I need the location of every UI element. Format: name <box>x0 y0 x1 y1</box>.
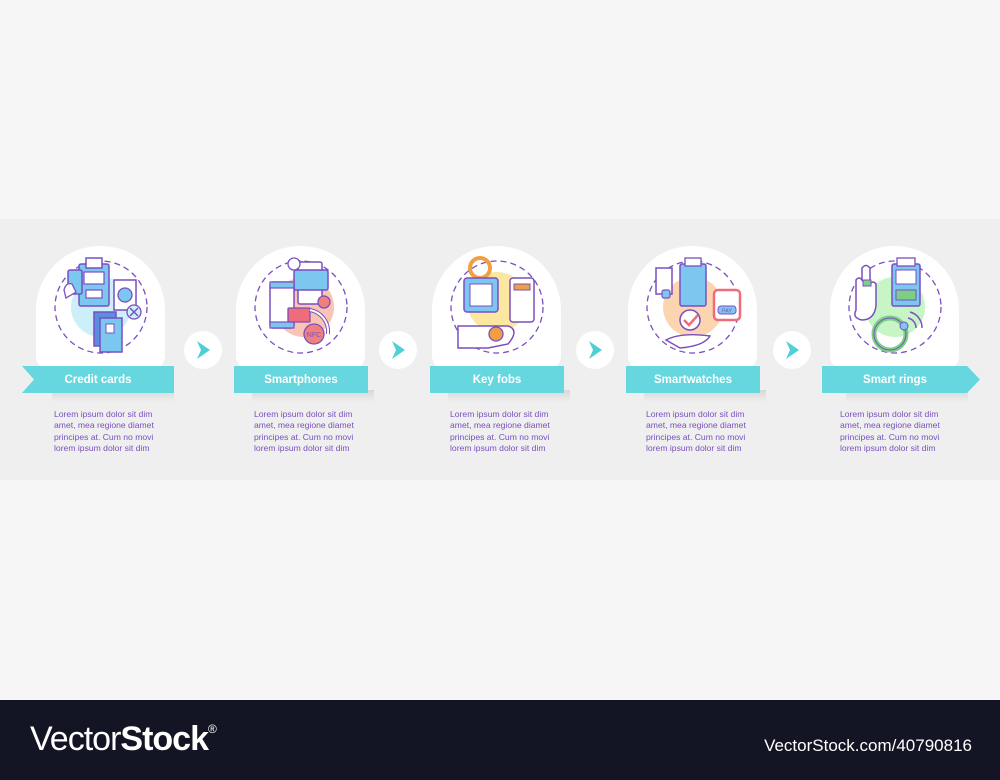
smartwatch-pay-icon: PAY <box>646 257 742 354</box>
smart-ring-icon <box>848 257 942 354</box>
step-smartphones: NFC Smartphones Lorem ipsum dolor sit di… <box>222 219 422 480</box>
next-arrow-button[interactable] <box>576 331 614 369</box>
step-key-fobs: Key fobs Lorem ipsum dolor sit dim amet,… <box>418 219 618 480</box>
image-url: VectorStock.com/40790816 <box>764 736 972 755</box>
step-description: Lorem ipsum dolor sit dim amet, mea regi… <box>254 409 354 453</box>
next-arrow-button[interactable] <box>773 331 811 369</box>
svg-text:PAY: PAY <box>722 309 733 315</box>
step-description: Lorem ipsum dolor sit dim amet, mea regi… <box>54 409 154 453</box>
next-arrow-button[interactable] <box>184 331 222 369</box>
chevron-right-icon <box>589 341 602 359</box>
step-credit-cards: Credit cards Lorem ipsum dolor sit dim a… <box>22 219 222 480</box>
step-title: Smartphones <box>234 366 368 393</box>
step-description: Lorem ipsum dolor sit dim amet, mea regi… <box>646 409 746 453</box>
step-description: Lorem ipsum dolor sit dim amet, mea regi… <box>840 409 940 453</box>
chevron-right-icon <box>786 341 799 359</box>
svg-text:NFC: NFC <box>307 332 321 339</box>
step-smart-rings: Smart rings Lorem ipsum dolor sit dim am… <box>810 219 1000 480</box>
step-title: Smartwatches <box>626 366 760 393</box>
step-title: Smart rings <box>822 366 980 393</box>
chevron-right-icon <box>392 341 405 359</box>
vectorstock-logo: VectorStock® <box>30 720 217 758</box>
key-fob-icon <box>450 256 544 354</box>
smartphone-nfc-icon: NFC <box>254 257 348 354</box>
watermark-footer: VectorStock® VectorStock.com/40790816 <box>0 700 1000 780</box>
step-title: Key fobs <box>430 366 564 393</box>
chevron-right-icon <box>197 341 210 359</box>
infographic-band: Credit cards Lorem ipsum dolor sit dim a… <box>0 219 1000 480</box>
step-title: Credit cards <box>22 366 174 393</box>
next-arrow-button[interactable] <box>379 331 417 369</box>
credit-card-payment-icon <box>54 257 148 354</box>
step-description: Lorem ipsum dolor sit dim amet, mea regi… <box>450 409 550 453</box>
step-smartwatches: PAY Smartwatches Lorem ipsum dolor sit d… <box>614 219 814 480</box>
